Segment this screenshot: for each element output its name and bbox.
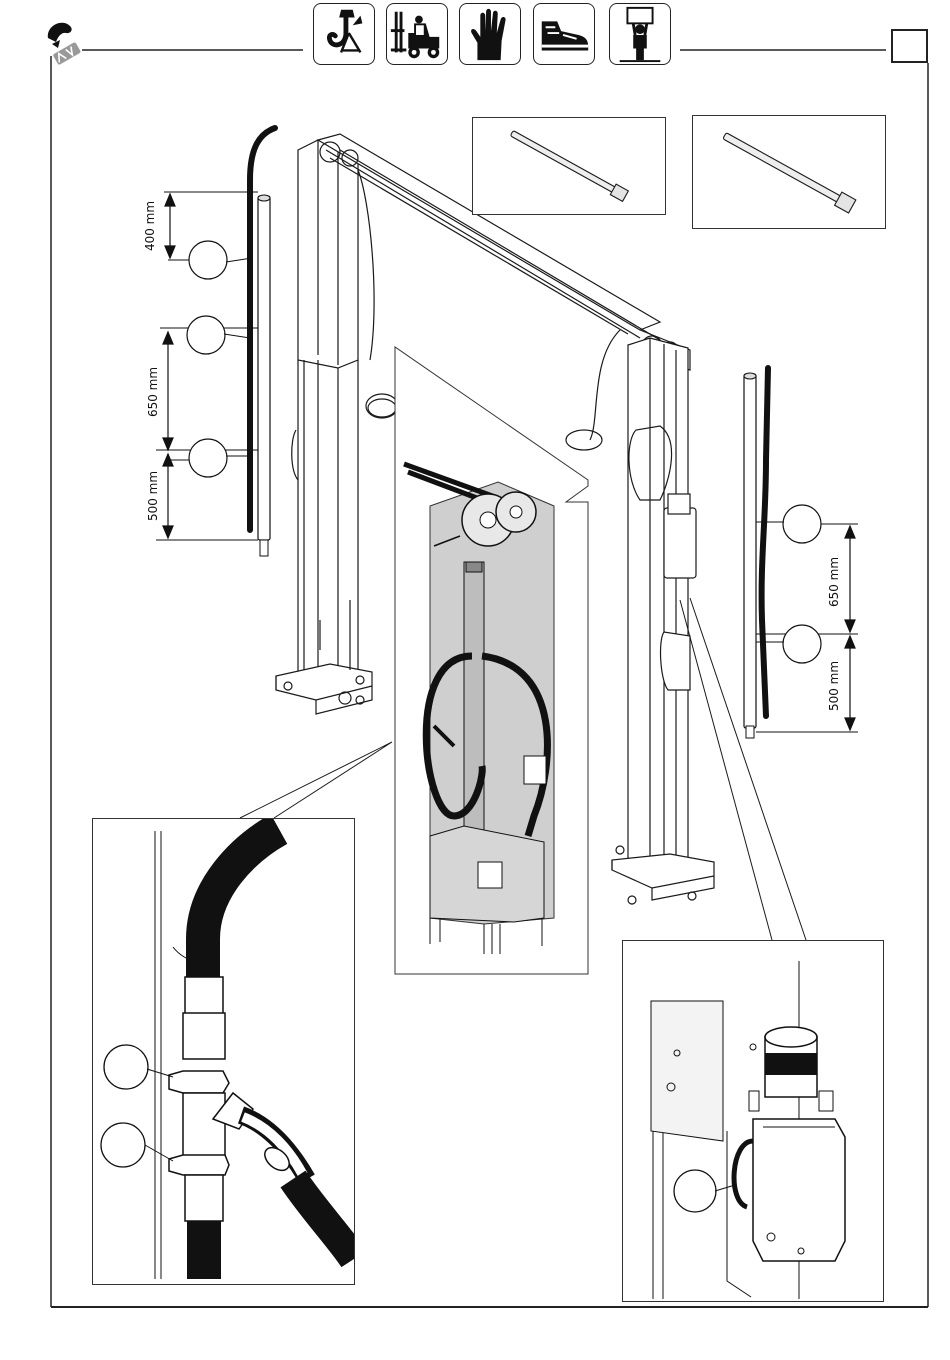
- callout-circle: [674, 1170, 716, 1212]
- callout-circle: [783, 625, 821, 663]
- right-column: [612, 338, 714, 904]
- left-column: [276, 140, 372, 714]
- dimension-label-400: 400 mm: [143, 201, 157, 251]
- callout-circle: [189, 241, 227, 279]
- callout-circle: [101, 1123, 145, 1167]
- callout-circle: [189, 439, 227, 477]
- dimension-label-500: 500 mm: [827, 661, 841, 711]
- dimension-label-650: 650 mm: [146, 367, 160, 417]
- power-unit-detail: [622, 940, 884, 1302]
- hose-fitting-detail: [92, 818, 355, 1285]
- right-hose-dimension-drawing: 650 mm 500 mm: [730, 360, 880, 740]
- callout-circle: [104, 1045, 148, 1089]
- column-cutaway-detail: [394, 346, 590, 976]
- cable-tie-detail-small: [472, 117, 666, 215]
- dimension-label-500: 500 mm: [146, 471, 160, 521]
- callout-circle: [187, 316, 225, 354]
- callout-circle: [783, 505, 821, 543]
- dimension-label-650: 650 mm: [827, 557, 841, 607]
- left-hose-dimension-drawing: 400 mm 650 mm 500 mm: [130, 120, 290, 570]
- cable-tie-detail-large: [692, 115, 886, 229]
